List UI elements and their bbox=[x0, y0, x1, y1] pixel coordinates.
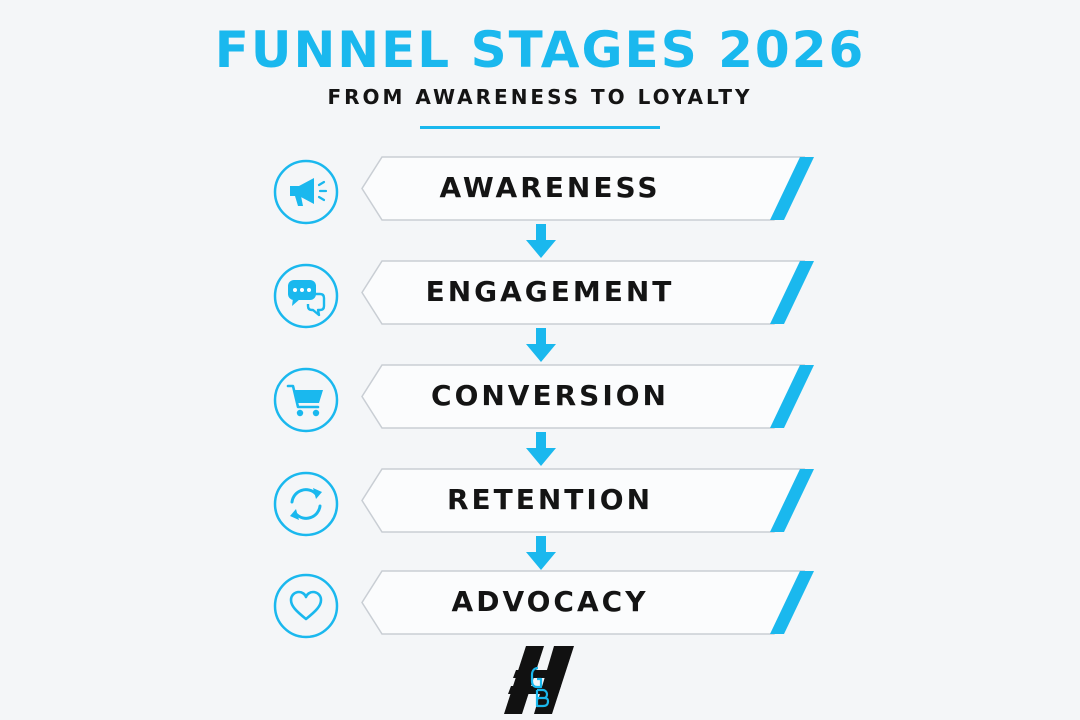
stage-advocacy: ADVOCACY bbox=[262, 568, 822, 642]
stage-label: RETENTION bbox=[446, 483, 654, 516]
refresh-cycle-icon bbox=[272, 470, 340, 538]
shopping-cart-icon bbox=[272, 366, 340, 434]
stage-retention: RETENTION bbox=[262, 466, 822, 540]
stage-label: ADVOCACY bbox=[451, 585, 649, 618]
stage-banner bbox=[361, 570, 814, 635]
stage-banner bbox=[361, 468, 814, 533]
stage-label: ENGAGEMENT bbox=[425, 275, 675, 308]
stage-banner bbox=[361, 260, 814, 325]
down-arrow-icon bbox=[526, 432, 556, 466]
stage-engagement: ENGAGEMENT bbox=[262, 258, 822, 332]
megaphone-icon bbox=[272, 158, 340, 226]
stage-banner bbox=[361, 156, 814, 221]
page-subtitle: FROM AWARENESS TO LOYALTY bbox=[327, 85, 753, 109]
page-title: FUNNEL STAGES 2026 bbox=[214, 21, 866, 79]
stage-banner bbox=[361, 364, 814, 429]
stage-conversion: CONVERSION bbox=[262, 362, 822, 436]
stage-awareness: AWARENESS bbox=[262, 154, 822, 228]
down-arrow-icon bbox=[526, 224, 556, 258]
title-divider bbox=[420, 126, 660, 129]
brand-logo-icon bbox=[504, 646, 576, 714]
stage-label: CONVERSION bbox=[431, 379, 669, 412]
stage-label: AWARENESS bbox=[439, 171, 661, 204]
chat-bubbles-icon bbox=[272, 262, 340, 330]
heart-icon bbox=[272, 572, 340, 640]
down-arrow-icon bbox=[526, 536, 556, 570]
down-arrow-icon bbox=[526, 328, 556, 362]
